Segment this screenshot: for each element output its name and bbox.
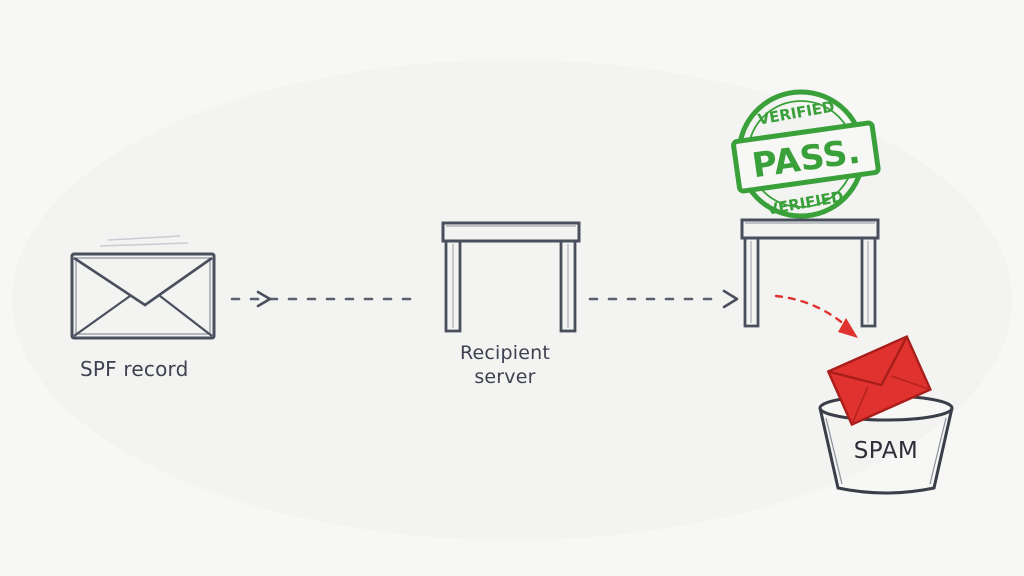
sender-label: SPF record: [80, 357, 189, 381]
flow-arrow-1: [230, 290, 420, 308]
red-envelope-icon: [826, 334, 932, 427]
recipient-label-line-1: Recipient: [459, 342, 551, 364]
recipient-label-line-2: server: [474, 366, 536, 388]
filter-gate-icon: [740, 218, 880, 328]
recipient-server-label: Recipient server: [440, 341, 570, 389]
server-gate-icon: [441, 221, 581, 333]
spam-bin-label: SPAM: [853, 438, 919, 464]
flow-arrow-2: [588, 289, 739, 309]
spam-redirect-arrow: [774, 294, 858, 338]
envelope-icon: [70, 235, 216, 340]
